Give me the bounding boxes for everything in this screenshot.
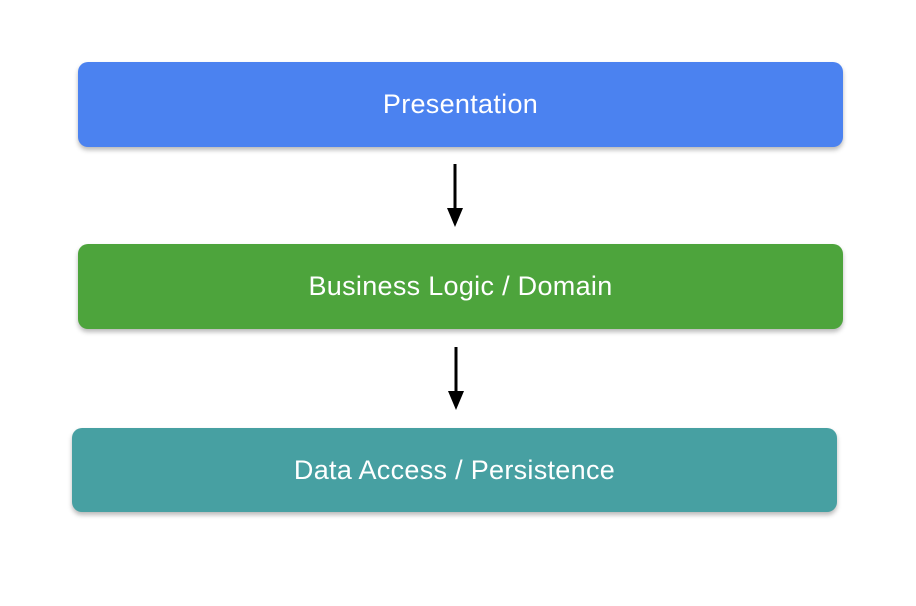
layer-box-data-access: Data Access / Persistence (72, 428, 837, 512)
layer-box-business-logic: Business Logic / Domain (78, 244, 843, 329)
layer-label-business-logic: Business Logic / Domain (308, 271, 613, 301)
down-arrow-icon (446, 347, 466, 411)
layer-box-presentation: Presentation (78, 62, 843, 147)
layer-label-data-access: Data Access / Persistence (293, 454, 616, 485)
down-arrow-icon (445, 164, 465, 228)
layer-label-presentation: Presentation (382, 89, 539, 119)
